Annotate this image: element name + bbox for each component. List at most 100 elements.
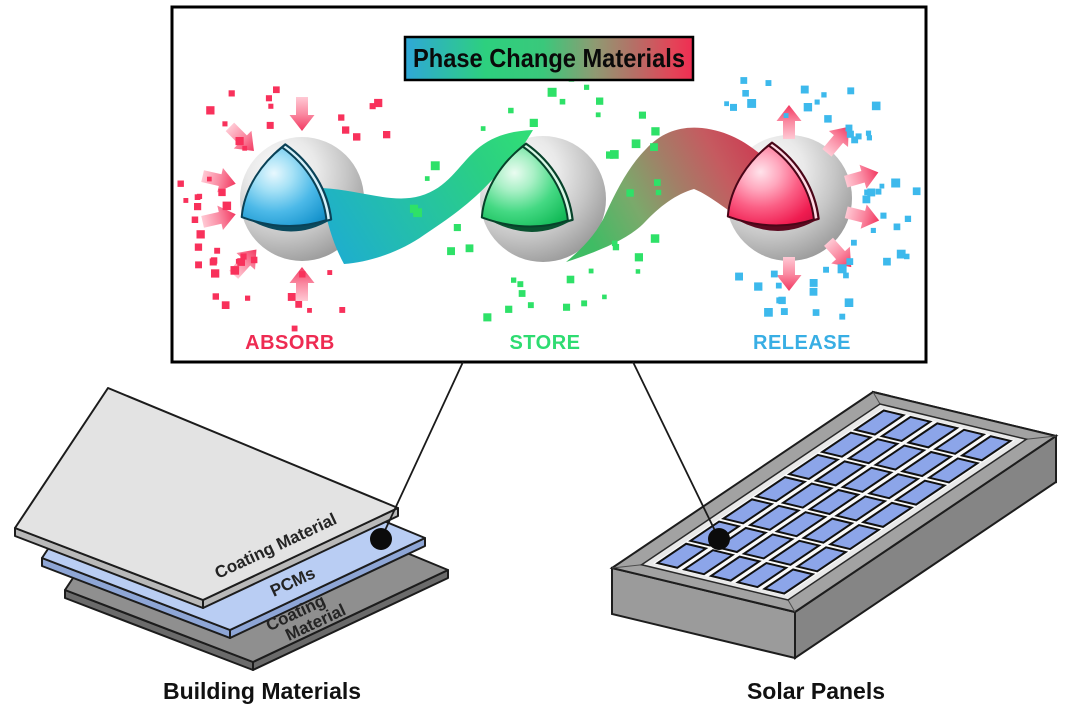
solar-cell: [962, 436, 1010, 460]
solar-cell: [750, 506, 798, 530]
pcm-core: [240, 146, 328, 227]
solar-cell: [830, 525, 878, 549]
heat-particle: [291, 325, 298, 332]
caption-building-materials: Building Materials: [163, 678, 361, 704]
heat-arrow-inward: [289, 97, 315, 131]
heat-particle: [778, 296, 786, 305]
heat-particle: [339, 307, 346, 313]
heat-particle: [754, 282, 763, 291]
solar-cell: [744, 534, 792, 558]
heat-particle: [654, 179, 661, 186]
heat-particle: [610, 150, 619, 159]
heat-particle: [740, 77, 748, 84]
heat-particle: [529, 118, 538, 127]
solar-cell: [756, 477, 804, 501]
solar-cell: [804, 519, 852, 543]
heat-particle: [307, 308, 312, 313]
heat-particle: [809, 287, 818, 296]
heat-particle: [265, 95, 272, 102]
heat-particles: [177, 69, 921, 332]
heat-particle: [634, 253, 643, 262]
pcm-core: [726, 144, 815, 227]
heat-particle: [855, 133, 862, 140]
heat-particle: [650, 143, 658, 151]
heat-particle: [626, 189, 634, 197]
heat-particle: [353, 133, 361, 141]
heat-particle: [862, 195, 871, 204]
heat-particle: [430, 161, 440, 171]
heat-particle: [338, 114, 345, 121]
frame-mitre: [862, 392, 892, 404]
heat-particle: [846, 130, 854, 138]
heat-particle: [194, 203, 202, 211]
solar-cell: [684, 550, 732, 574]
heat-particle: [635, 269, 641, 274]
heat-arrow-outward: [776, 257, 802, 291]
heat-particle: [295, 301, 303, 308]
heat-particle: [413, 208, 422, 218]
heat-particle: [483, 313, 492, 322]
heat-particle: [651, 127, 660, 136]
heat-particle: [879, 183, 885, 189]
solar-panel-illustration: [612, 390, 1056, 660]
heat-particle: [547, 87, 557, 97]
heat-particle: [602, 294, 607, 300]
heat-particle: [650, 234, 660, 243]
heat-particle: [206, 106, 215, 115]
heat-particle: [871, 101, 881, 111]
solar-cell: [765, 569, 813, 593]
heat-particle: [245, 295, 251, 301]
solar-cell: [882, 417, 930, 441]
heat-particle: [821, 92, 827, 98]
solar-cells: [658, 411, 1011, 594]
heat-particle: [222, 121, 228, 127]
solar-cell: [723, 499, 771, 523]
heat-particle: [212, 293, 219, 300]
solar-cell: [789, 455, 837, 479]
heat-particle: [194, 243, 203, 251]
heat-particle: [209, 258, 217, 266]
heat-arrow-inward: [201, 167, 236, 193]
heat-particle: [823, 266, 829, 273]
solar-cell: [876, 446, 924, 470]
solar-cell: [711, 557, 759, 581]
heat-particle: [724, 101, 729, 107]
heat-particle: [214, 247, 221, 254]
heat-particle: [424, 176, 430, 181]
solar-cell: [717, 528, 765, 552]
heat-particle: [563, 303, 571, 311]
heat-particle: [235, 137, 244, 146]
heat-particle: [369, 103, 376, 110]
heat-particle: [730, 103, 737, 111]
heat-particle: [342, 126, 350, 134]
heat-particle: [221, 301, 230, 309]
particle-cloud-absorb: [177, 86, 391, 332]
heat-particle: [596, 97, 604, 105]
heat-particle: [870, 227, 876, 233]
heat-particle: [218, 188, 226, 197]
heat-particle: [196, 230, 205, 239]
heat-particle: [299, 271, 306, 278]
heat-particle: [631, 139, 641, 149]
heat-particle: [195, 261, 202, 269]
heat-particle: [880, 212, 887, 219]
heat-particle: [268, 103, 274, 109]
heat-particle: [242, 145, 248, 151]
solar-cell: [843, 468, 891, 492]
pcm-core: [480, 145, 569, 228]
frame-mitre: [612, 560, 642, 572]
heat-particle: [287, 293, 296, 301]
heat-particle: [912, 187, 921, 196]
heat-particle: [383, 131, 391, 139]
heat-particle: [839, 313, 846, 320]
heat-particle: [655, 189, 662, 196]
heat-particle: [447, 247, 455, 256]
heat-arrow-outward: [844, 164, 879, 189]
heat-particle: [266, 121, 274, 129]
solar-cell: [935, 430, 983, 454]
solar-cell: [909, 423, 957, 447]
capsule-cut-floor: [729, 215, 819, 231]
capsule-cores: [240, 141, 820, 232]
solar-cell: [771, 541, 819, 565]
